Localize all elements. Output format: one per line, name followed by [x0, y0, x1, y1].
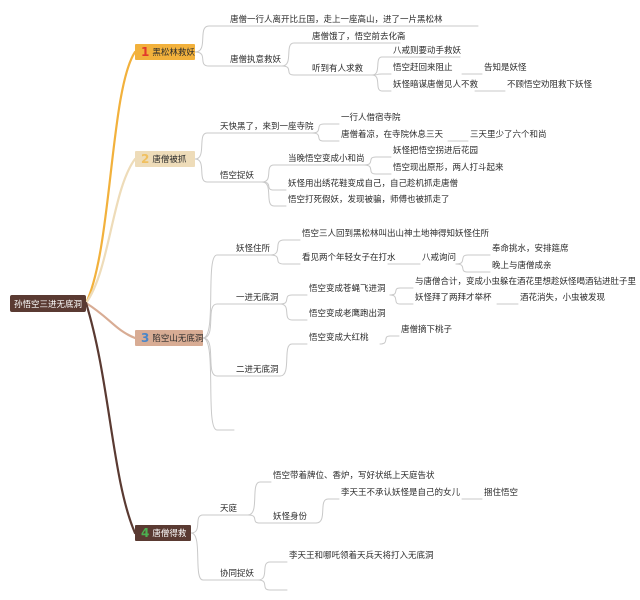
b3-node-3[interactable]: 二进无底洞 — [236, 365, 279, 375]
b3-node-3-1-1[interactable]: 唐僧摘下桃子 — [401, 325, 453, 335]
b1-node-2-2-3-1[interactable]: 不顾悟空劝阻救下妖怪 — [507, 80, 593, 90]
b3-node-2-2[interactable]: 悟空变成老鹰跑出洞 — [309, 309, 386, 319]
main-connector-3 — [84, 301, 137, 340]
connector-8 — [371, 56, 392, 76]
b1-node-2-2-3[interactable]: 妖怪暗谋唐僧见人不救 — [393, 80, 479, 90]
connector-10 — [371, 74, 392, 92]
connector-5 — [281, 65, 311, 76]
b2-node-1[interactable]: 天快黑了，来到一座寺院 — [220, 122, 314, 132]
branch-3-number: 3 — [141, 331, 150, 345]
connector-55 — [257, 561, 288, 581]
connector-51 — [247, 514, 272, 524]
b3-node-1[interactable]: 妖怪住所 — [236, 244, 271, 254]
b3-node-1-2-1-1[interactable]: 奉命挑水，安排筵席 — [492, 244, 569, 254]
b3-node-1-2-1[interactable]: 八戒询问 — [422, 253, 457, 263]
connector-35 — [269, 254, 301, 265]
b2-node-2[interactable]: 悟空捉妖 — [220, 171, 255, 181]
b2-node-2-3[interactable]: 悟空打死假妖，发现被骗，师傅也被抓走了 — [288, 195, 450, 205]
b2-node-2-1-1[interactable]: 妖怪把悟空拐进后花园 — [393, 146, 479, 156]
connector-25 — [363, 156, 392, 166]
b2-node-2-1[interactable]: 当晚悟空变成小和尚 — [288, 154, 365, 164]
connector-46 — [190, 514, 219, 534]
connector-41 — [389, 287, 414, 296]
main-connector-1 — [84, 50, 137, 305]
main-connector-4 — [84, 301, 137, 535]
connector-0 — [194, 25, 229, 53]
b1-node-2-1[interactable]: 唐僧饿了，悟空前去化斋 — [312, 32, 406, 42]
main-connector-2 — [84, 157, 137, 305]
b2-node-2-1-2[interactable]: 悟空现出原形，两人打斗起来 — [393, 163, 504, 173]
branch-2-label: 唐僧被抓 — [152, 155, 187, 165]
b3-node-3-1[interactable]: 悟空变成大红桃 — [309, 333, 369, 343]
b3-node-1-2-1-2[interactable]: 晚上与唐僧成亲 — [492, 261, 552, 271]
connector-37 — [455, 254, 491, 265]
root-node[interactable]: 孙悟空三进无底洞 — [10, 295, 86, 312]
b4-node-1-1[interactable]: 悟空带着牌位、香炉，写好状纸上天庭告状 — [273, 471, 435, 481]
connector-15 — [194, 158, 219, 183]
connector-30 — [202, 337, 235, 431]
branch-4-node[interactable]: 4 唐僧得救 — [135, 525, 191, 541]
connector-45 — [379, 335, 400, 345]
connector-4 — [281, 42, 311, 67]
branch-1-label: 黑松林救妖 — [152, 48, 195, 58]
b4-node-2[interactable]: 协同捉妖 — [220, 569, 255, 579]
branch-3-node[interactable]: 3 陷空山无底洞 — [135, 330, 203, 346]
branch-2-node[interactable]: 2 唐僧被抓 — [135, 151, 195, 167]
b3-node-2[interactable]: 一进无底洞 — [236, 293, 279, 303]
root-label: 孙悟空三进无底洞 — [13, 299, 82, 310]
connector-19 — [311, 132, 340, 142]
connector-53 — [315, 498, 340, 524]
b3-node-1-2[interactable]: 看见两个年轻女子在打水 — [302, 253, 396, 263]
connector-26 — [363, 164, 392, 175]
connector-14 — [194, 132, 219, 160]
b1-node-2[interactable]: 唐僧执意救妖 — [230, 55, 282, 65]
connector-42 — [389, 294, 414, 305]
b4-node-2-1[interactable]: 李天王和哪吒领着天兵天将打入无底洞 — [289, 551, 434, 561]
b4-node-1-2-1-1[interactable]: 捆住悟空 — [484, 488, 519, 498]
b2-node-1-1[interactable]: 一行人借宿寺院 — [341, 113, 401, 123]
b1-node-1[interactable]: 唐僧一行人离开比丘国，走上一座高山，进了一片黑松林 — [230, 15, 443, 25]
b2-node-1-2[interactable]: 唐僧着凉，在寺院休息三天 — [341, 130, 444, 140]
connector-21 — [261, 164, 287, 183]
b3-node-2-1[interactable]: 悟空变成苍蝇飞进洞 — [309, 284, 386, 294]
connector-1 — [194, 51, 229, 67]
connector-23 — [261, 181, 287, 207]
branch-1-number: 1 — [141, 45, 150, 59]
b3-node-2-1-2[interactable]: 妖怪拜了两拜才举杯 — [415, 293, 492, 303]
connector-47 — [190, 532, 219, 581]
connector-50 — [247, 481, 272, 516]
b3-node-1-1[interactable]: 悟空三人回到黑松林叫出山神土地神得知妖怪住所 — [302, 229, 490, 239]
b2-node-1-2-1[interactable]: 三天里少了六个和尚 — [470, 130, 547, 140]
branch-4-label: 唐僧得救 — [152, 529, 187, 539]
connector-28 — [202, 303, 235, 339]
connector-39 — [279, 294, 308, 305]
branch-1-node[interactable]: 1 黑松林救妖 — [135, 44, 195, 60]
connector-56 — [257, 579, 288, 591]
b3-node-2-1-1[interactable]: 与唐僧合计，变成小虫躲在酒花里想趁妖怪喝酒钻进肚子里 — [415, 277, 637, 287]
b2-node-2-2[interactable]: 妖怪用出绣花鞋变成自己，自己趁机抓走唐僧 — [288, 179, 459, 189]
connector-29 — [202, 337, 235, 377]
connector-44 — [279, 343, 308, 377]
connector-40 — [279, 303, 308, 321]
branch-4-number: 4 — [141, 526, 150, 540]
b1-node-2-2-1[interactable]: 八戒则要动手救妖 — [393, 46, 462, 56]
connector-18 — [311, 123, 340, 134]
b1-node-2-2[interactable]: 听到有人求救 — [312, 64, 364, 74]
branch-2-number: 2 — [141, 152, 150, 166]
connector-34 — [269, 239, 301, 256]
connector-27 — [202, 254, 235, 339]
b4-node-1-2[interactable]: 妖怪身份 — [273, 512, 308, 522]
b1-node-2-2-2[interactable]: 悟空赶回来阻止 — [393, 63, 453, 73]
branch-3-label: 陷空山无底洞 — [152, 334, 204, 344]
connector-38 — [455, 263, 491, 273]
b4-node-1[interactable]: 天庭 — [220, 504, 238, 514]
b4-node-1-2-1[interactable]: 李天王不承认妖怪是自己的女儿 — [341, 488, 461, 498]
b1-node-2-2-2-1[interactable]: 告知是妖怪 — [484, 63, 527, 73]
b3-node-2-1-2-1[interactable]: 酒花消失，小虫被发现 — [520, 293, 606, 303]
